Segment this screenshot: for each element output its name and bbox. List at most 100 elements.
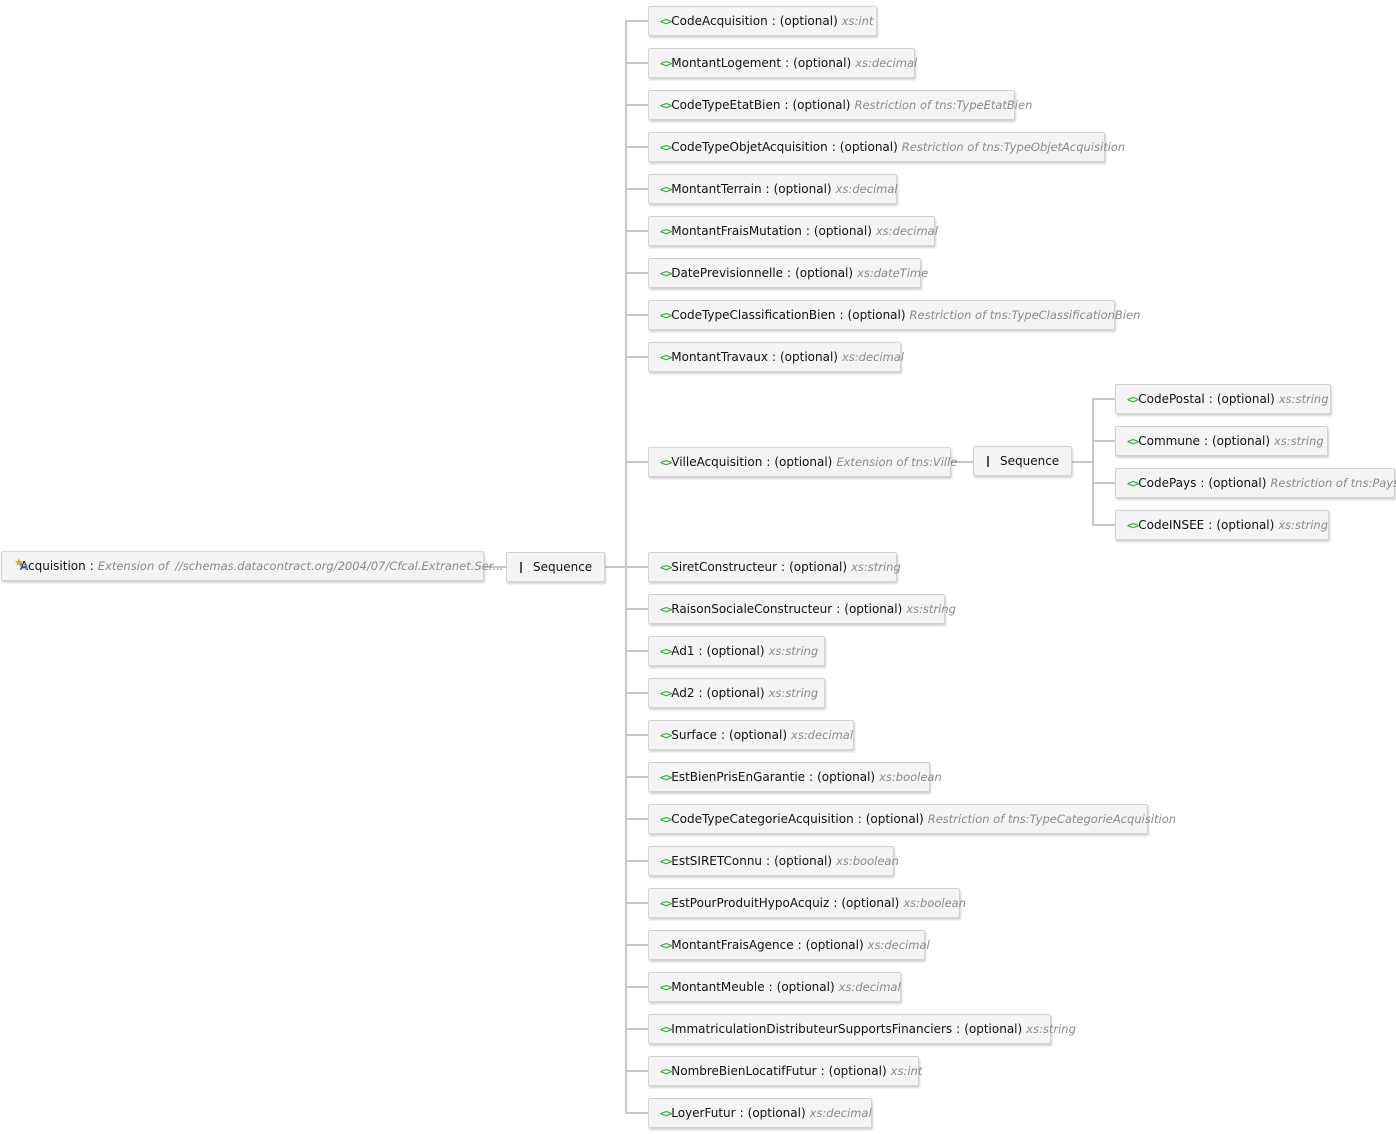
element-name: MontantTerrain (671, 182, 762, 196)
element-montantmeuble[interactable]: <>MontantMeuble:(optional)xs:decimal (648, 972, 901, 1002)
element-occurrence: (optional) (774, 455, 833, 469)
element-occurrence: (optional) (841, 896, 900, 910)
element-type: xs:decimal (791, 728, 854, 742)
element-type: xs:string (768, 644, 819, 658)
element-separator: : (956, 1022, 961, 1036)
element-ad1[interactable]: <>Ad1:(optional)xs:string (648, 636, 825, 666)
element-codetypecategorieacquisition[interactable]: <>CodeTypeCategorieAcquisition:(optional… (648, 804, 1176, 834)
element-montantfraisagence[interactable]: <>MontantFraisAgence:(optional)xs:decima… (648, 930, 930, 960)
element-type: xs:boolean (879, 770, 942, 784)
element-name: CodePostal (1138, 392, 1205, 406)
element-icon: <> (1127, 518, 1139, 532)
element-name: VilleAcquisition (671, 455, 763, 469)
element-occurrence: (optional) (747, 1106, 806, 1120)
element-icon: <> (660, 812, 672, 826)
root-separator: : (89, 559, 94, 573)
element-type: xs:int (841, 14, 874, 28)
element-occurrence: (optional) (776, 980, 835, 994)
element-type: xs:string (1278, 518, 1329, 532)
element-occurrence: (optional) (844, 602, 903, 616)
element-name: EstSIRETConnu (671, 854, 763, 868)
element-estpourproduithypoacquiz[interactable]: <>EstPourProduitHypoAcquiz:(optional)xs:… (648, 888, 966, 918)
element-icon: <> (660, 896, 672, 910)
element-separator: : (805, 224, 810, 238)
element-montantterrain[interactable]: <>MontantTerrain:(optional)xs:decimal (648, 174, 898, 204)
root-element-acquisition[interactable]: ★⇆ Acquisition : Extension of //schemas.… (1, 551, 503, 581)
element-separator: : (739, 1106, 744, 1120)
element-occurrence: (optional) (706, 686, 765, 700)
element-type: xs:decimal (809, 1106, 872, 1120)
element-surface[interactable]: <>Surface:(optional)xs:decimal (648, 720, 854, 750)
element-icon: <> (660, 1106, 672, 1120)
element-type: xs:string (768, 686, 819, 700)
element-codepostal[interactable]: <>CodePostal:(optional)xs:string (1115, 384, 1331, 414)
element-raisonsocialeconstructeur[interactable]: <>RaisonSocialeConstructeur:(optional)xs… (648, 594, 956, 624)
element-dateprevisionnelle[interactable]: <>DatePrevisionnelle:(optional)xs:dateTi… (648, 258, 928, 288)
element-montantlogement[interactable]: <>MontantLogement:(optional)xs:decimal (648, 48, 918, 78)
root-type-prefix: Extension of (97, 559, 169, 573)
element-icon: <> (660, 140, 672, 154)
element-codeinsee[interactable]: <>CodeINSEE:(optional)xs:string (1115, 510, 1329, 540)
element-name: MontantMeuble (671, 980, 765, 994)
element-name: MontantFraisMutation (671, 224, 802, 238)
element-icon: <> (660, 455, 672, 469)
element-name: RaisonSocialeConstructeur (671, 602, 833, 616)
element-montantfraismutation[interactable]: <>MontantFraisMutation:(optional)xs:deci… (648, 216, 938, 246)
element-codepays[interactable]: <>CodePays:(optional)Restriction of tns:… (1115, 468, 1396, 498)
element-type: xs:decimal (875, 224, 938, 238)
element-siretconstructeur[interactable]: <>SiretConstructeur:(optional)xs:string (648, 552, 901, 582)
element-codetypeobjetacquisition[interactable]: <>CodeTypeObjetAcquisition:(optional)Res… (648, 132, 1125, 162)
element-separator: : (765, 182, 770, 196)
element-codetypeclassificationbien[interactable]: <>CodeTypeClassificationBien:(optional)R… (648, 300, 1140, 330)
sequence-node-ville[interactable]: Sequence (973, 446, 1072, 476)
element-name: MontantFraisAgence (671, 938, 794, 952)
element-separator: : (781, 560, 786, 574)
element-icon: <> (660, 728, 672, 742)
element-loyerfutur[interactable]: <>LoyerFutur:(optional)xs:decimal (648, 1098, 872, 1128)
element-icon: <> (1127, 392, 1139, 406)
element-name: CodeINSEE (1138, 518, 1205, 532)
element-icon: <> (660, 1022, 672, 1036)
element-occurrence: (optional) (789, 560, 848, 574)
sequence-label: Sequence (1000, 454, 1060, 468)
element-separator: : (797, 938, 802, 952)
element-name: ImmatriculationDistributeurSupportsFinan… (671, 1022, 953, 1036)
element-icon: <> (660, 644, 672, 658)
element-occurrence: (optional) (817, 770, 876, 784)
element-occurrence: (optional) (1208, 476, 1267, 490)
element-montanttravaux[interactable]: <>MontantTravaux:(optional)xs:decimal (648, 342, 904, 372)
element-separator: : (833, 896, 838, 910)
element-type: xs:decimal (867, 938, 930, 952)
element-type: xs:int (890, 1064, 923, 1078)
element-occurrence: (optional) (847, 308, 906, 322)
element-type: Restriction of tns:TypeCategorieAcquisit… (927, 812, 1177, 826)
element-type: xs:boolean (836, 854, 899, 868)
element-icon: <> (660, 602, 672, 616)
element-codetypeetatbien[interactable]: <>CodeTypeEtatBien:(optional)Restriction… (648, 90, 1032, 120)
element-name: NombreBienLocatifFutur (671, 1064, 817, 1078)
sequence-icon (520, 561, 522, 573)
element-separator: : (1208, 392, 1213, 406)
element-type: Restriction of tns:Pays (1270, 476, 1396, 490)
sequence-node[interactable]: Sequence (506, 552, 605, 582)
element-estbienprisengarantie[interactable]: <>EstBienPrisEnGarantie:(optional)xs:boo… (648, 762, 942, 792)
element-icon: <> (660, 938, 672, 952)
element-icon: <> (660, 980, 672, 994)
element-separator: : (836, 602, 841, 616)
element-commune[interactable]: <>Commune:(optional)xs:string (1115, 426, 1328, 456)
element-separator: : (771, 14, 776, 28)
element-name: CodeTypeEtatBien (671, 98, 781, 112)
element-name: CodeTypeObjetAcquisition (671, 140, 828, 154)
element-icon: <> (660, 182, 672, 196)
element-ad2[interactable]: <>Ad2:(optional)xs:string (648, 678, 825, 708)
element-type: xs:string (1026, 1022, 1076, 1036)
element-nombrebienlocatiffutur[interactable]: <>NombreBienLocatifFutur:(optional)xs:in… (648, 1056, 922, 1086)
element-occurrence: (optional) (964, 1022, 1023, 1036)
element-separator: : (720, 728, 726, 742)
element-type: xs:decimal (855, 56, 918, 70)
element-codeacquisition[interactable]: <>CodeAcquisition:(optional)xs:int (648, 6, 877, 36)
element-immatriculationdistributeursupportsfinanciers[interactable]: <>ImmatriculationDistributeurSupportsFin… (648, 1014, 1076, 1044)
element-name: MontantLogement (671, 56, 782, 70)
element-villeacquisition[interactable]: <>VilleAcquisition:(optional)Extension o… (648, 447, 957, 477)
element-estsiretconnu[interactable]: <>EstSIRETConnu:(optional)xs:boolean (648, 846, 899, 876)
